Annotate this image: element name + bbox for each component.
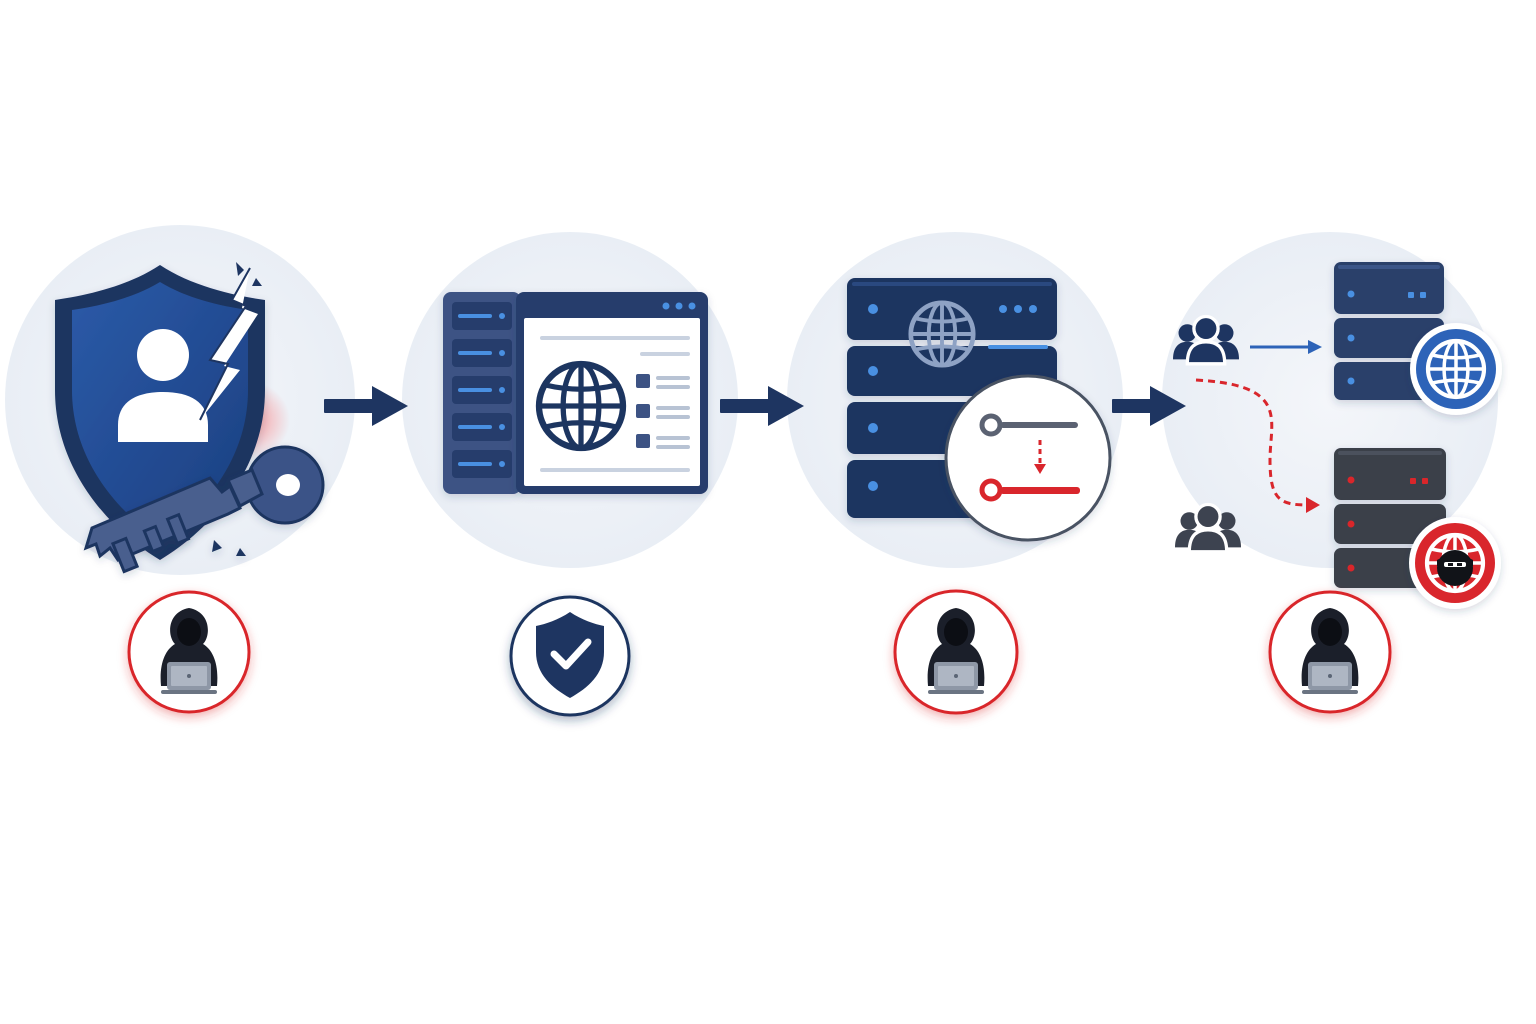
stage-credential-compromise xyxy=(55,262,325,574)
globe-icon xyxy=(539,364,623,448)
server-rack-icon xyxy=(443,292,521,494)
stage-legitimate-hosting xyxy=(443,292,708,494)
stage-dns-record-change xyxy=(847,278,1112,542)
crack-icon xyxy=(199,262,262,421)
shield-check-icon xyxy=(536,612,604,698)
stage-traffic-redirection xyxy=(1171,262,1502,609)
arrow-right-icon xyxy=(720,386,804,426)
hacker-badge xyxy=(127,590,251,714)
user-icon xyxy=(118,329,208,442)
globe-icon xyxy=(911,303,973,365)
hacker-badge xyxy=(893,589,1019,715)
legit-server-icon xyxy=(1334,262,1444,400)
globe-icon xyxy=(1410,323,1502,415)
legit-route-arrow xyxy=(1250,340,1322,354)
flow-arrows xyxy=(324,386,1186,426)
browser-window-icon xyxy=(516,292,708,494)
stage-badges xyxy=(127,589,1392,717)
arrow-right-icon xyxy=(1112,386,1186,426)
hacker-badge xyxy=(1268,590,1392,714)
shield-check-badge xyxy=(509,595,631,717)
key-swap-icon xyxy=(944,374,1112,542)
masked-globe-icon xyxy=(1409,517,1501,609)
arrow-right-icon xyxy=(324,386,408,426)
broken-key-icon xyxy=(83,445,325,574)
malicious-route-arrow xyxy=(1195,378,1320,513)
